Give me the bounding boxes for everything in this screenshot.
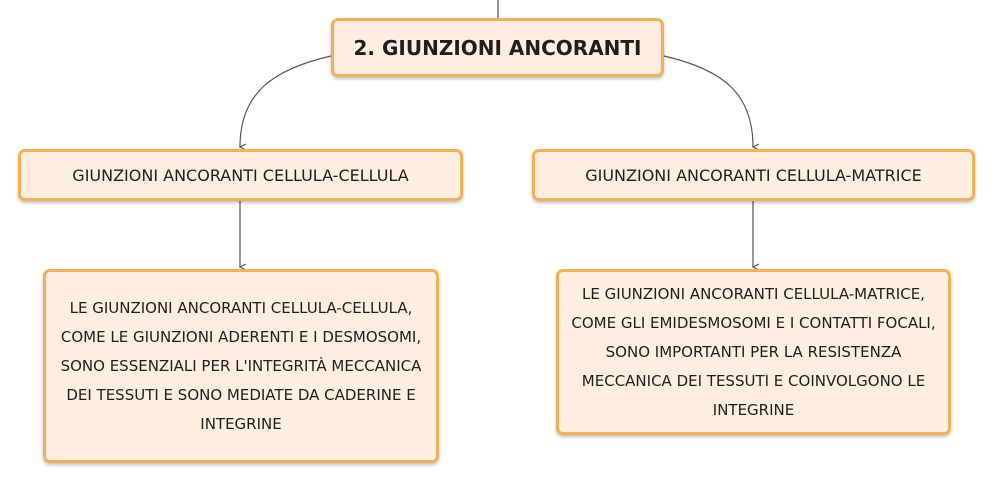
connector-root-to-right: [663, 55, 753, 147]
note-cell-cell-text: LE GIUNZIONI ANCORANTI CELLULA-CELLULA, …: [60, 298, 422, 433]
root-topic[interactable]: 2. GIUNZIONI ANCORANTI: [331, 18, 664, 77]
root-topic-label: 2. GIUNZIONI ANCORANTI: [353, 35, 642, 60]
topic-cell-cell[interactable]: GIUNZIONI ANCORANTI CELLULA-CELLULA: [18, 149, 463, 201]
connector-root-to-left: [240, 55, 332, 147]
topic-cell-matrix[interactable]: GIUNZIONI ANCORANTI CELLULA-MATRICE: [532, 149, 975, 201]
note-cell-matrix-text: LE GIUNZIONI ANCORANTI CELLULA-MATRICE, …: [571, 284, 936, 419]
topic-cell-cell-label: GIUNZIONI ANCORANTI CELLULA-CELLULA: [72, 165, 409, 185]
note-cell-cell[interactable]: LE GIUNZIONI ANCORANTI CELLULA-CELLULA, …: [43, 269, 439, 463]
note-cell-matrix[interactable]: LE GIUNZIONI ANCORANTI CELLULA-MATRICE, …: [556, 269, 951, 435]
topic-cell-matrix-label: GIUNZIONI ANCORANTI CELLULA-MATRICE: [585, 165, 922, 185]
